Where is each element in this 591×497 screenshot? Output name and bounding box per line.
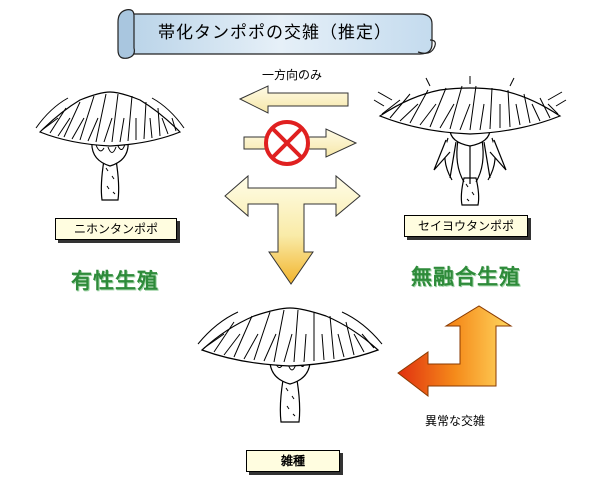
one-way-label: 一方向のみ (262, 68, 323, 82)
title-banner (117, 9, 436, 59)
bent-arrow-icon (397, 305, 513, 398)
dandelion-flower-icon (373, 76, 567, 206)
right-reproduction-label: 無融合生殖 (411, 265, 521, 289)
left-arrow-icon (238, 85, 349, 114)
page-title: 帯化タンポポの交雑（推定） (158, 23, 392, 43)
hybrid-label: 雑種 (246, 450, 340, 472)
abnormal-cross-label: 異常な交雑 (425, 414, 486, 428)
dandelion-flower-icon (197, 307, 383, 423)
left-reproduction-label: 有性生殖 (71, 269, 159, 293)
left-plant-label: ニホンタンポポ (55, 218, 177, 240)
dandelion-flower-icon (35, 91, 185, 201)
three-way-arrow-icon (224, 174, 361, 285)
right-plant-label: セイヨウタンポポ (404, 215, 528, 237)
prohibited-icon (264, 120, 310, 166)
